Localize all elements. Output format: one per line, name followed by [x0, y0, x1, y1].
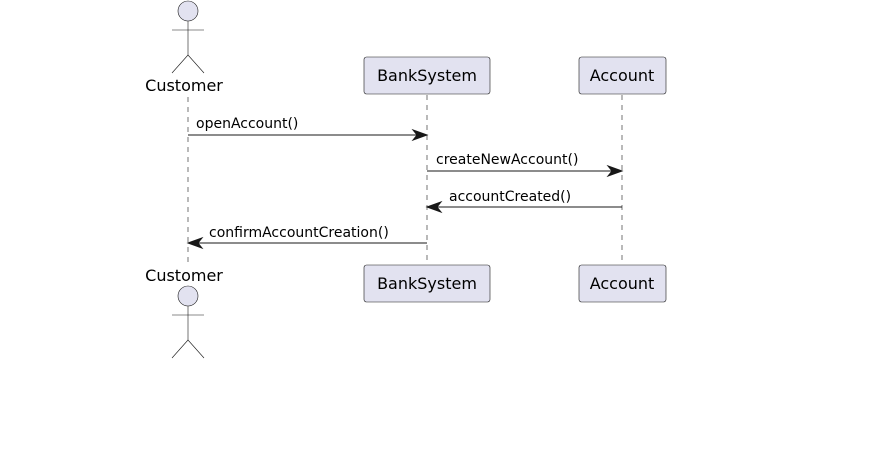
- participant-box: [578, 56, 667, 95]
- message-label: confirmAccountCreation(): [209, 225, 389, 241]
- participant-label-banksystem-bottom: BankSystem: [377, 274, 477, 293]
- participant-banksystem-top: BankSystem: [363, 56, 491, 95]
- message-label: accountCreated(): [449, 189, 571, 205]
- message-label: openAccount(): [196, 116, 298, 132]
- participant-account-bottom: Account: [578, 264, 667, 303]
- message-label: createNewAccount(): [436, 152, 578, 168]
- arrowhead: [411, 128, 429, 142]
- actor-right-leg: [187, 339, 205, 359]
- participant-label-banksystem-top: BankSystem: [377, 66, 477, 85]
- arrowhead: [606, 164, 624, 178]
- participant-box: [578, 264, 667, 303]
- message-account-created: accountCreated(): [425, 189, 622, 214]
- actor-label-customer-bottom: Customer: [145, 266, 223, 285]
- actor-label-customer-top: Customer: [145, 76, 223, 95]
- actor-customer-bottom: Customer: [145, 266, 223, 359]
- participant-account-top: Account: [578, 56, 667, 95]
- message-create-new-account: createNewAccount(): [427, 152, 624, 178]
- arrowhead: [186, 236, 204, 250]
- actor-customer-top: Customer: [145, 0, 223, 95]
- participant-box: [363, 264, 491, 303]
- actor-right-leg: [187, 54, 205, 74]
- actor-left-leg: [171, 54, 189, 74]
- message-confirm-account-creation: confirmAccountCreation(): [186, 225, 427, 250]
- message-open-account: openAccount(): [188, 116, 429, 142]
- actor-head: [177, 285, 199, 307]
- participant-label-account-bottom: Account: [590, 274, 655, 293]
- participant-box: [363, 56, 491, 95]
- actor-head: [177, 0, 199, 22]
- participant-label-account-top: Account: [590, 66, 655, 85]
- arrowhead: [425, 200, 443, 214]
- participant-banksystem-bottom: BankSystem: [363, 264, 491, 303]
- actor-left-leg: [171, 339, 189, 359]
